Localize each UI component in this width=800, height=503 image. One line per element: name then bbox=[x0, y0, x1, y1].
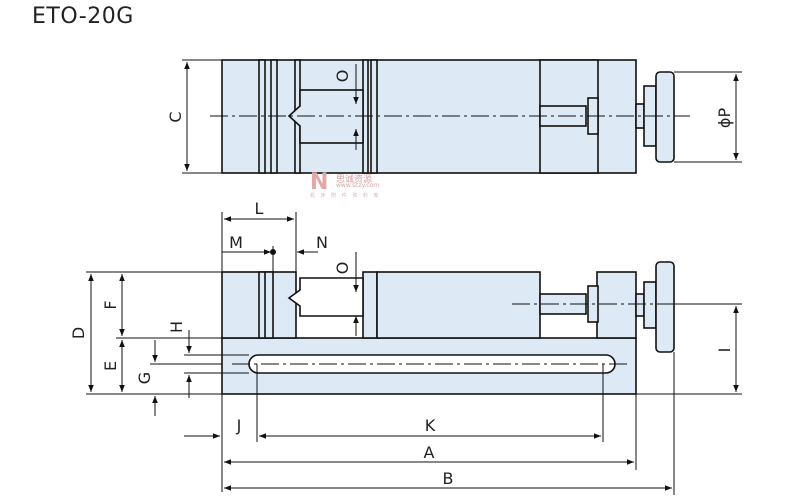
dim-JK bbox=[184, 364, 604, 492]
label-E: E bbox=[101, 361, 120, 371]
label-P: ϕP bbox=[715, 108, 734, 129]
watermark-logo: N bbox=[310, 170, 329, 195]
side-view bbox=[221, 261, 675, 395]
side-handle-knob bbox=[643, 281, 657, 329]
dim-I bbox=[636, 303, 742, 395]
label-L: L bbox=[255, 199, 264, 218]
watermark-line1: 思诚资源 bbox=[336, 175, 373, 185]
label-F: F bbox=[101, 300, 120, 309]
side-clamp-block bbox=[596, 271, 637, 339]
label-D: D bbox=[69, 327, 88, 339]
side-moving-jaw bbox=[362, 271, 378, 339]
label-G: G bbox=[135, 372, 154, 384]
dim-F bbox=[116, 274, 222, 339]
dim-H bbox=[184, 330, 249, 398]
label-B: B bbox=[443, 469, 454, 488]
label-I: I bbox=[715, 348, 734, 353]
page-title: ETO-20G bbox=[32, 4, 134, 29]
watermark: N 思诚资源 www.sczy.com 机 床 附 件 资 料 库 bbox=[310, 170, 400, 199]
dim-D bbox=[86, 271, 260, 395]
side-fixed-jaw-strip bbox=[258, 271, 274, 339]
side-handle-hub bbox=[635, 293, 645, 317]
label-A: A bbox=[424, 443, 435, 462]
top-handle-wheel bbox=[655, 71, 675, 163]
label-O-side: O bbox=[333, 262, 352, 275]
side-handle-wheel bbox=[655, 261, 675, 353]
watermark-line3: 机 床 附 件 资 料 库 bbox=[310, 193, 381, 199]
dim-B bbox=[224, 352, 675, 495]
label-O-top: O bbox=[333, 70, 352, 83]
label-H: H bbox=[167, 321, 186, 333]
side-moving-jaw-body bbox=[376, 271, 541, 339]
side-vblock bbox=[287, 277, 364, 317]
label-M: M bbox=[229, 233, 243, 252]
dim-L bbox=[221, 212, 297, 272]
label-N: N bbox=[316, 233, 328, 252]
label-J: J bbox=[236, 416, 242, 435]
dim-C bbox=[182, 59, 222, 174]
dim-P bbox=[674, 71, 742, 163]
mn-dot bbox=[270, 249, 276, 255]
label-K: K bbox=[425, 416, 436, 435]
dim-G bbox=[150, 340, 222, 416]
label-C: C bbox=[166, 111, 185, 122]
watermark-line2: www.sczy.com bbox=[336, 182, 380, 189]
dim-A bbox=[224, 394, 637, 470]
